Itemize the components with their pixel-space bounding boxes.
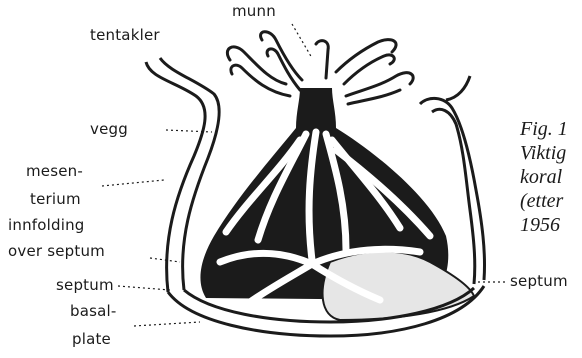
tentacles-label: tentakler (90, 26, 160, 44)
mesentery-label-line1: mesen- (26, 162, 83, 180)
infolding-label-line1: innfolding (8, 216, 85, 234)
caption-line5: 1956 (520, 214, 560, 236)
infolding-label-line2: over septum (8, 242, 105, 260)
mesentery-label-line2: terium (30, 190, 81, 208)
septum-right-label: septum (510, 272, 568, 290)
caption-line4: (etter (520, 190, 563, 212)
wall-label: vegg (90, 120, 128, 138)
caption-line3: koral (520, 166, 562, 188)
mouth-label: munn (232, 2, 276, 20)
basal-plate-label-line2: plate (72, 330, 111, 348)
basal-plate-label-line1: basal- (70, 302, 117, 320)
caption-line2: Viktig (520, 142, 566, 164)
pharynx (296, 88, 336, 128)
caption-line1: Fig. 1 (520, 118, 568, 140)
septum-left-label: septum (56, 276, 114, 294)
